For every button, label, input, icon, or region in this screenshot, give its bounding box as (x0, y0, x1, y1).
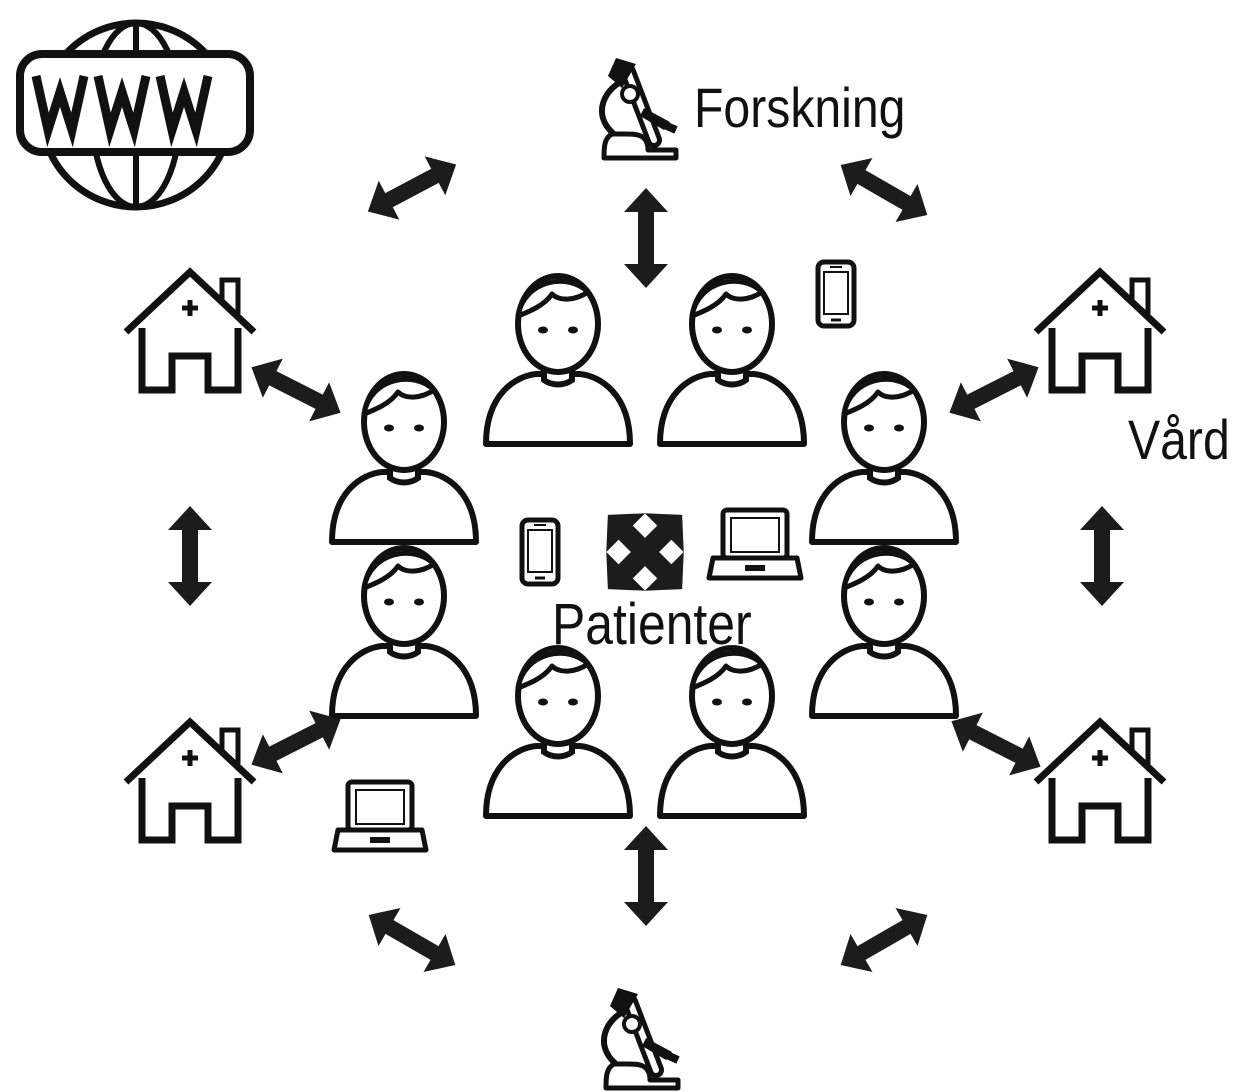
patient-icon-1 (486, 276, 630, 444)
www-globe-icon (16, 19, 254, 211)
research-label: Forskning (694, 76, 906, 139)
smartphone-icon-top (818, 262, 854, 326)
double-arrow-icon-web-research (357, 145, 467, 231)
clinic-house-icon-bottom-right (1036, 722, 1164, 840)
laptop-icon-bottom-left (334, 782, 426, 850)
double-arrow-icon-research-care (829, 145, 939, 235)
smartphone-icon-center (522, 520, 558, 584)
patient-icon-7 (486, 648, 630, 816)
patient-icon-8 (660, 648, 804, 816)
clinic-house-icon-bottom-left (126, 722, 254, 840)
patient-icon-5 (332, 548, 476, 716)
patient-icon-2 (660, 276, 804, 444)
patient-icon-4 (812, 374, 956, 542)
patients-label: Patienter (552, 592, 752, 657)
double-arrow-icon-bottom-right (829, 895, 939, 985)
clinic-house-icon-top-left (126, 272, 254, 390)
clinic-house-icon-top-right (1036, 272, 1164, 390)
laptop-icon-center (709, 510, 801, 578)
double-arrow-icon-patients-research (624, 826, 668, 926)
microscope-icon-top (602, 58, 676, 158)
double-arrow-icon-bottom-left (357, 895, 467, 985)
double-arrow-icon-left-vertical (168, 506, 212, 606)
care-label: Vård (1128, 408, 1230, 471)
double-arrow-icon-right-vertical (1080, 506, 1124, 606)
patient-icon-6 (812, 548, 956, 716)
patient-icon-3 (332, 374, 476, 542)
microscope-icon-bottom (604, 988, 678, 1088)
double-arrow-icon-clinic-tr-patients (939, 347, 1049, 433)
double-arrow-icon-research-patients (624, 188, 668, 288)
double-arrow-icon-clinic-tl-patients (241, 347, 351, 433)
